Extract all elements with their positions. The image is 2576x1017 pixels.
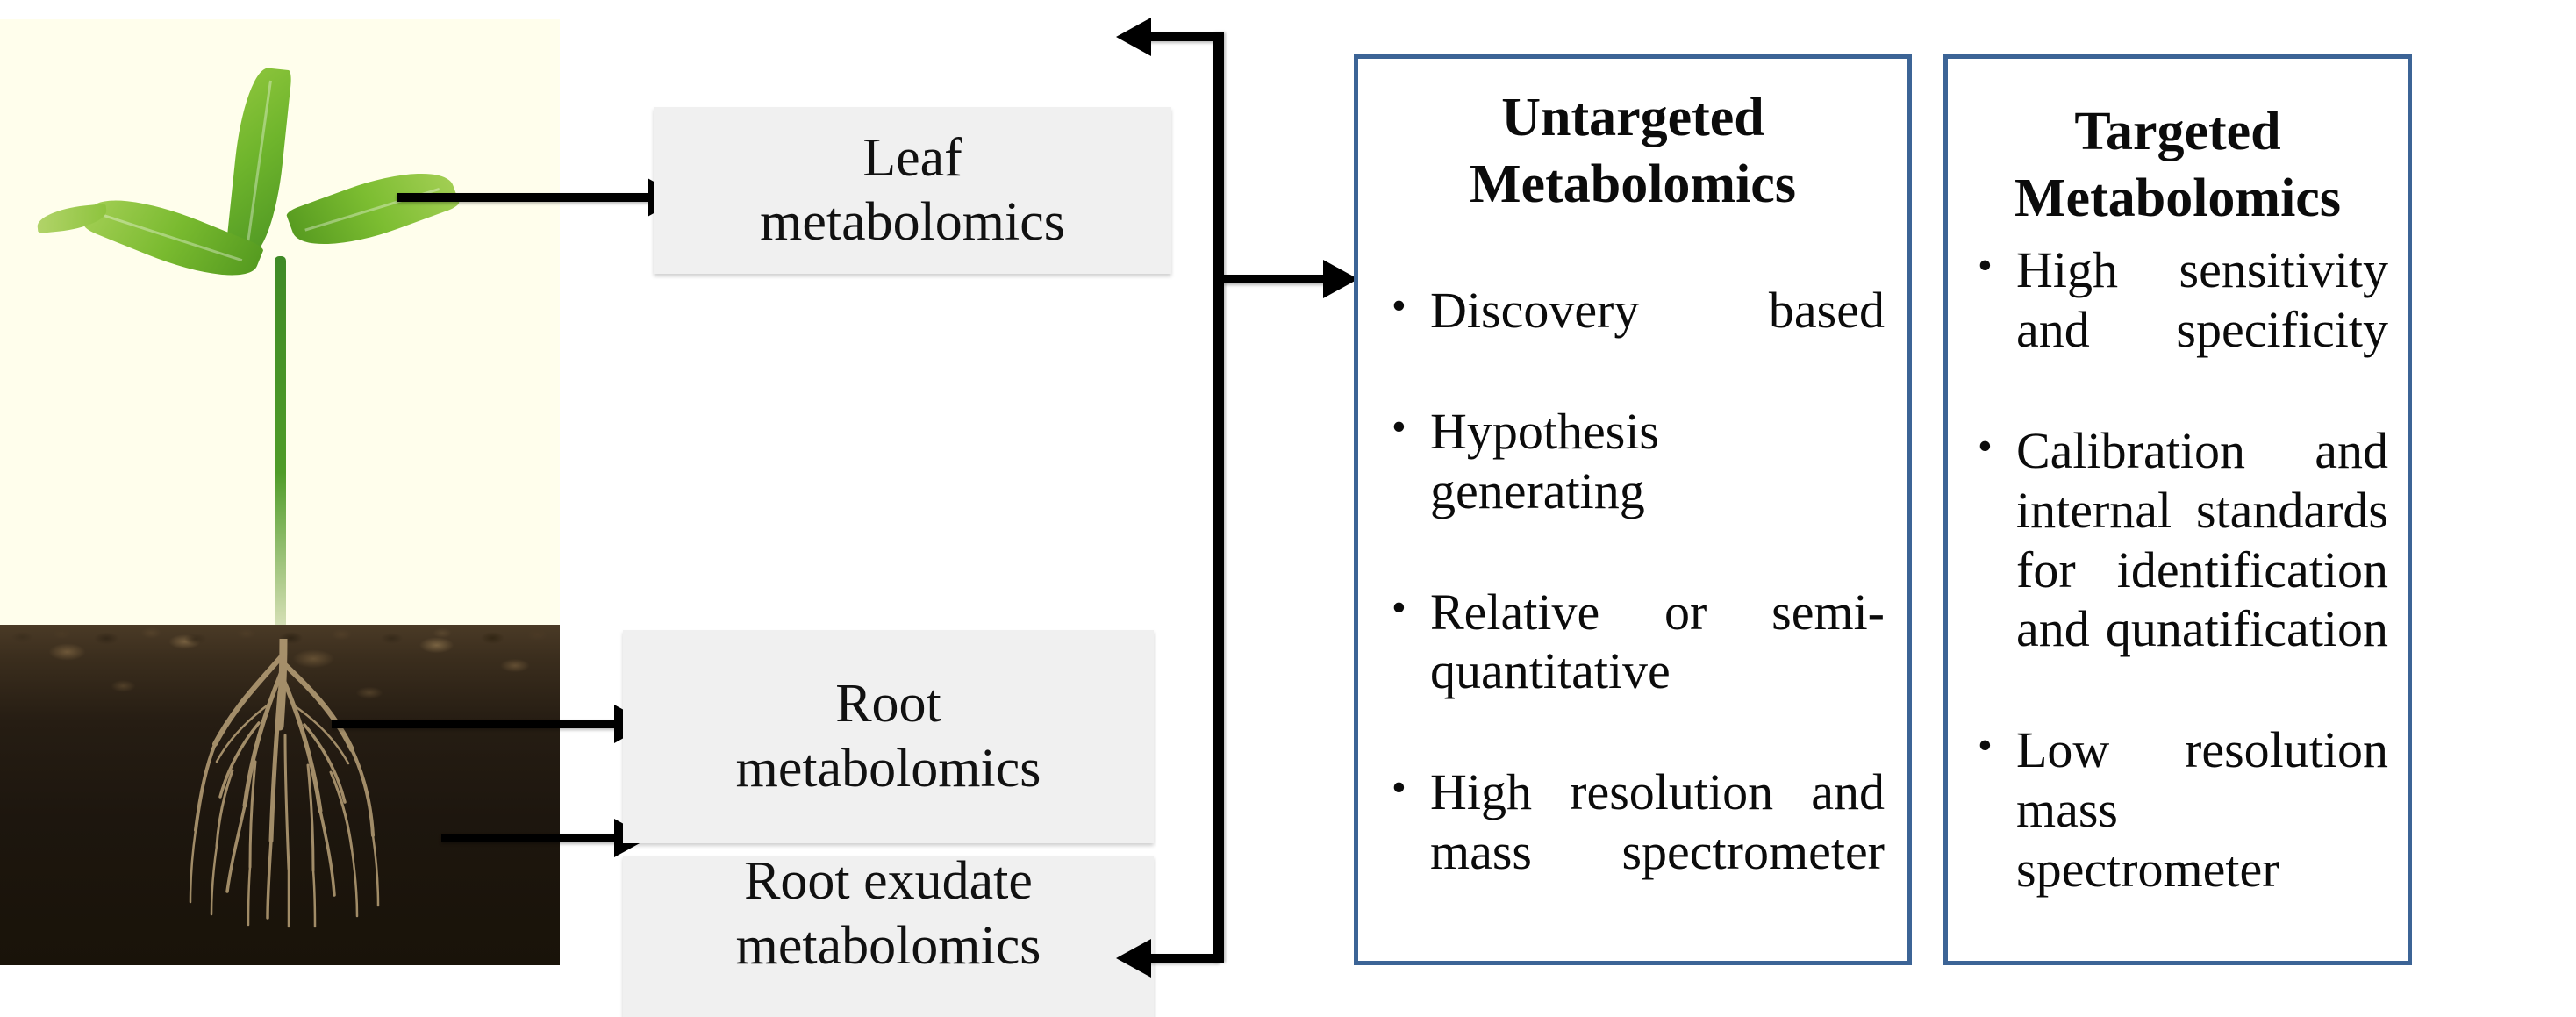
targeted-title: Targeted Metabolomics: [1948, 59, 2408, 232]
list-item: High resolution and mass spectrometer: [1381, 761, 1885, 942]
leaf-vein: [247, 80, 272, 241]
bracket-bottom-line: [1132, 954, 1220, 963]
list-item: Hypothesis generating: [1381, 400, 1885, 581]
untargeted-title-line2: Metabolomics: [1470, 154, 1796, 214]
root-connector-line: [332, 720, 617, 728]
sample-box-leaf[interactable]: Leaf metabolomics: [654, 107, 1171, 274]
bracket-top-line: [1132, 32, 1220, 41]
sample-box-root-exudate-line1: Root exudate: [744, 851, 1033, 912]
root-system: [189, 639, 380, 928]
untargeted-bullet-list: Discovery based Hypothesis generating Re…: [1358, 218, 1907, 941]
untargeted-title-line1: Untargeted: [1501, 88, 1764, 147]
plant-seedling-photo: [0, 19, 560, 965]
analysis-arrow-icon: [1323, 260, 1358, 298]
sample-box-root-line1: Root: [835, 674, 941, 734]
bracket-vertical-line: [1213, 32, 1224, 963]
list-item: Calibration and internal standards for i…: [1967, 419, 2388, 719]
untargeted-title: Untargeted Metabolomics: [1358, 59, 1907, 218]
sample-box-root[interactable]: Root metabolomics: [623, 630, 1154, 843]
soil-layer: [0, 625, 560, 965]
leaf-center: [225, 65, 293, 259]
leaf-vein: [103, 214, 243, 262]
leaf-right: [285, 154, 461, 263]
sample-box-leaf-line2: metabolomics: [760, 192, 1065, 252]
list-item: Low resolution mass spectrometer: [1967, 719, 2388, 958]
sample-box-root-exudate[interactable]: Root exudate metabolomics: [623, 851, 1154, 1017]
list-item: Discovery based: [1381, 279, 1885, 400]
analysis-box-targeted[interactable]: Targeted Metabolomics High sensitivity a…: [1943, 54, 2412, 965]
sample-box-leaf-line1: Leaf: [862, 127, 962, 188]
leaf-connector-line: [397, 193, 649, 202]
list-item: Relative or semi-quantitative: [1381, 581, 1885, 762]
sample-box-root-line2: metabolomics: [735, 738, 1041, 799]
root-exudate-connector-line: [441, 834, 617, 842]
analysis-box-untargeted[interactable]: Untargeted Metabolomics Discovery based …: [1354, 54, 1912, 965]
targeted-title-line2: Metabolomics: [2014, 168, 2341, 228]
list-item: High sensitivity and specificity: [1967, 239, 2388, 419]
analysis-connector-line: [1224, 275, 1327, 283]
targeted-title-line1: Targeted: [2074, 102, 2281, 161]
targeted-bullet-list: High sensitivity and specificity Calibra…: [1948, 232, 2408, 958]
plant-stem: [275, 256, 286, 649]
sample-box-root-exudate-line2: metabolomics: [735, 915, 1041, 976]
bracket-top-arrow-icon: [1116, 18, 1151, 56]
bracket-bottom-arrow-icon: [1116, 939, 1151, 978]
